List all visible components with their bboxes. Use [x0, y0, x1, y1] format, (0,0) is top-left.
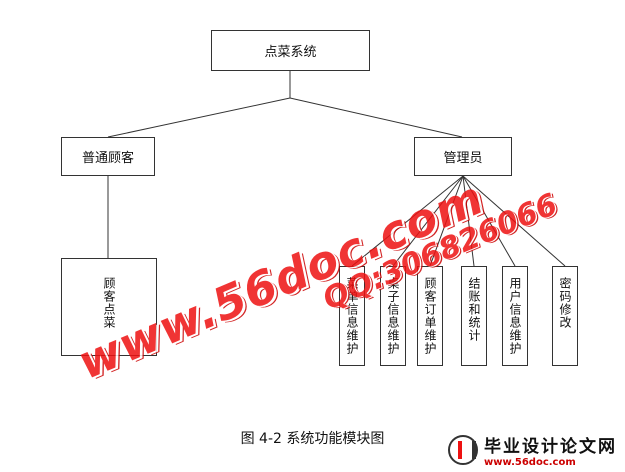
- site-logo: 毕业设计论文网 www.56doc.com: [448, 432, 617, 468]
- figure-caption: 图 4-2 系统功能模块图: [240, 431, 385, 447]
- admin-child-password: 密码修改: [552, 266, 578, 366]
- root-to-admin-line: [289, 97, 463, 138]
- logo-name: 毕业设计论文网: [484, 437, 617, 457]
- root-to-customer-line: [107, 97, 291, 138]
- admin-child-order-maint: 顾客订单维护: [417, 266, 443, 366]
- admin-to-child4-line: [462, 175, 475, 267]
- customer-order-label: 顾客点菜: [102, 277, 116, 329]
- admin-to-child2-line: [392, 175, 464, 267]
- customer-order-node: 顾客点菜: [61, 258, 157, 356]
- admin-child-label: 密码修改: [558, 277, 572, 329]
- admin-child-label: 菜单信息维护: [345, 277, 359, 355]
- admin-child-label: 结账和统计: [467, 277, 481, 342]
- customer-node: 普通顾客: [61, 137, 155, 176]
- root-node-label: 点菜系统: [264, 45, 317, 60]
- admin-node-label: 管理员: [443, 151, 483, 166]
- admin-to-child1-line: [351, 175, 464, 267]
- admin-to-child5-line: [462, 175, 516, 267]
- admin-child-checkout-stats: 结账和统计: [461, 266, 487, 366]
- logo-icon: [448, 435, 478, 465]
- admin-child-label: 用户信息维护: [508, 277, 522, 355]
- root-node: 点菜系统: [211, 30, 370, 71]
- logo-url: www.56doc.com: [484, 457, 576, 468]
- admin-to-child3-line: [429, 175, 464, 267]
- admin-node: 管理员: [414, 137, 512, 176]
- admin-child-table-info: 桌子信息维护: [380, 266, 406, 366]
- admin-child-menu-info: 菜单信息维护: [339, 266, 365, 366]
- admin-child-label: 桌子信息维护: [386, 277, 400, 355]
- admin-to-child6-line: [462, 175, 566, 267]
- customer-node-label: 普通顾客: [81, 151, 134, 166]
- admin-child-user-info: 用户信息维护: [502, 266, 528, 366]
- admin-child-label: 顾客订单维护: [423, 277, 437, 355]
